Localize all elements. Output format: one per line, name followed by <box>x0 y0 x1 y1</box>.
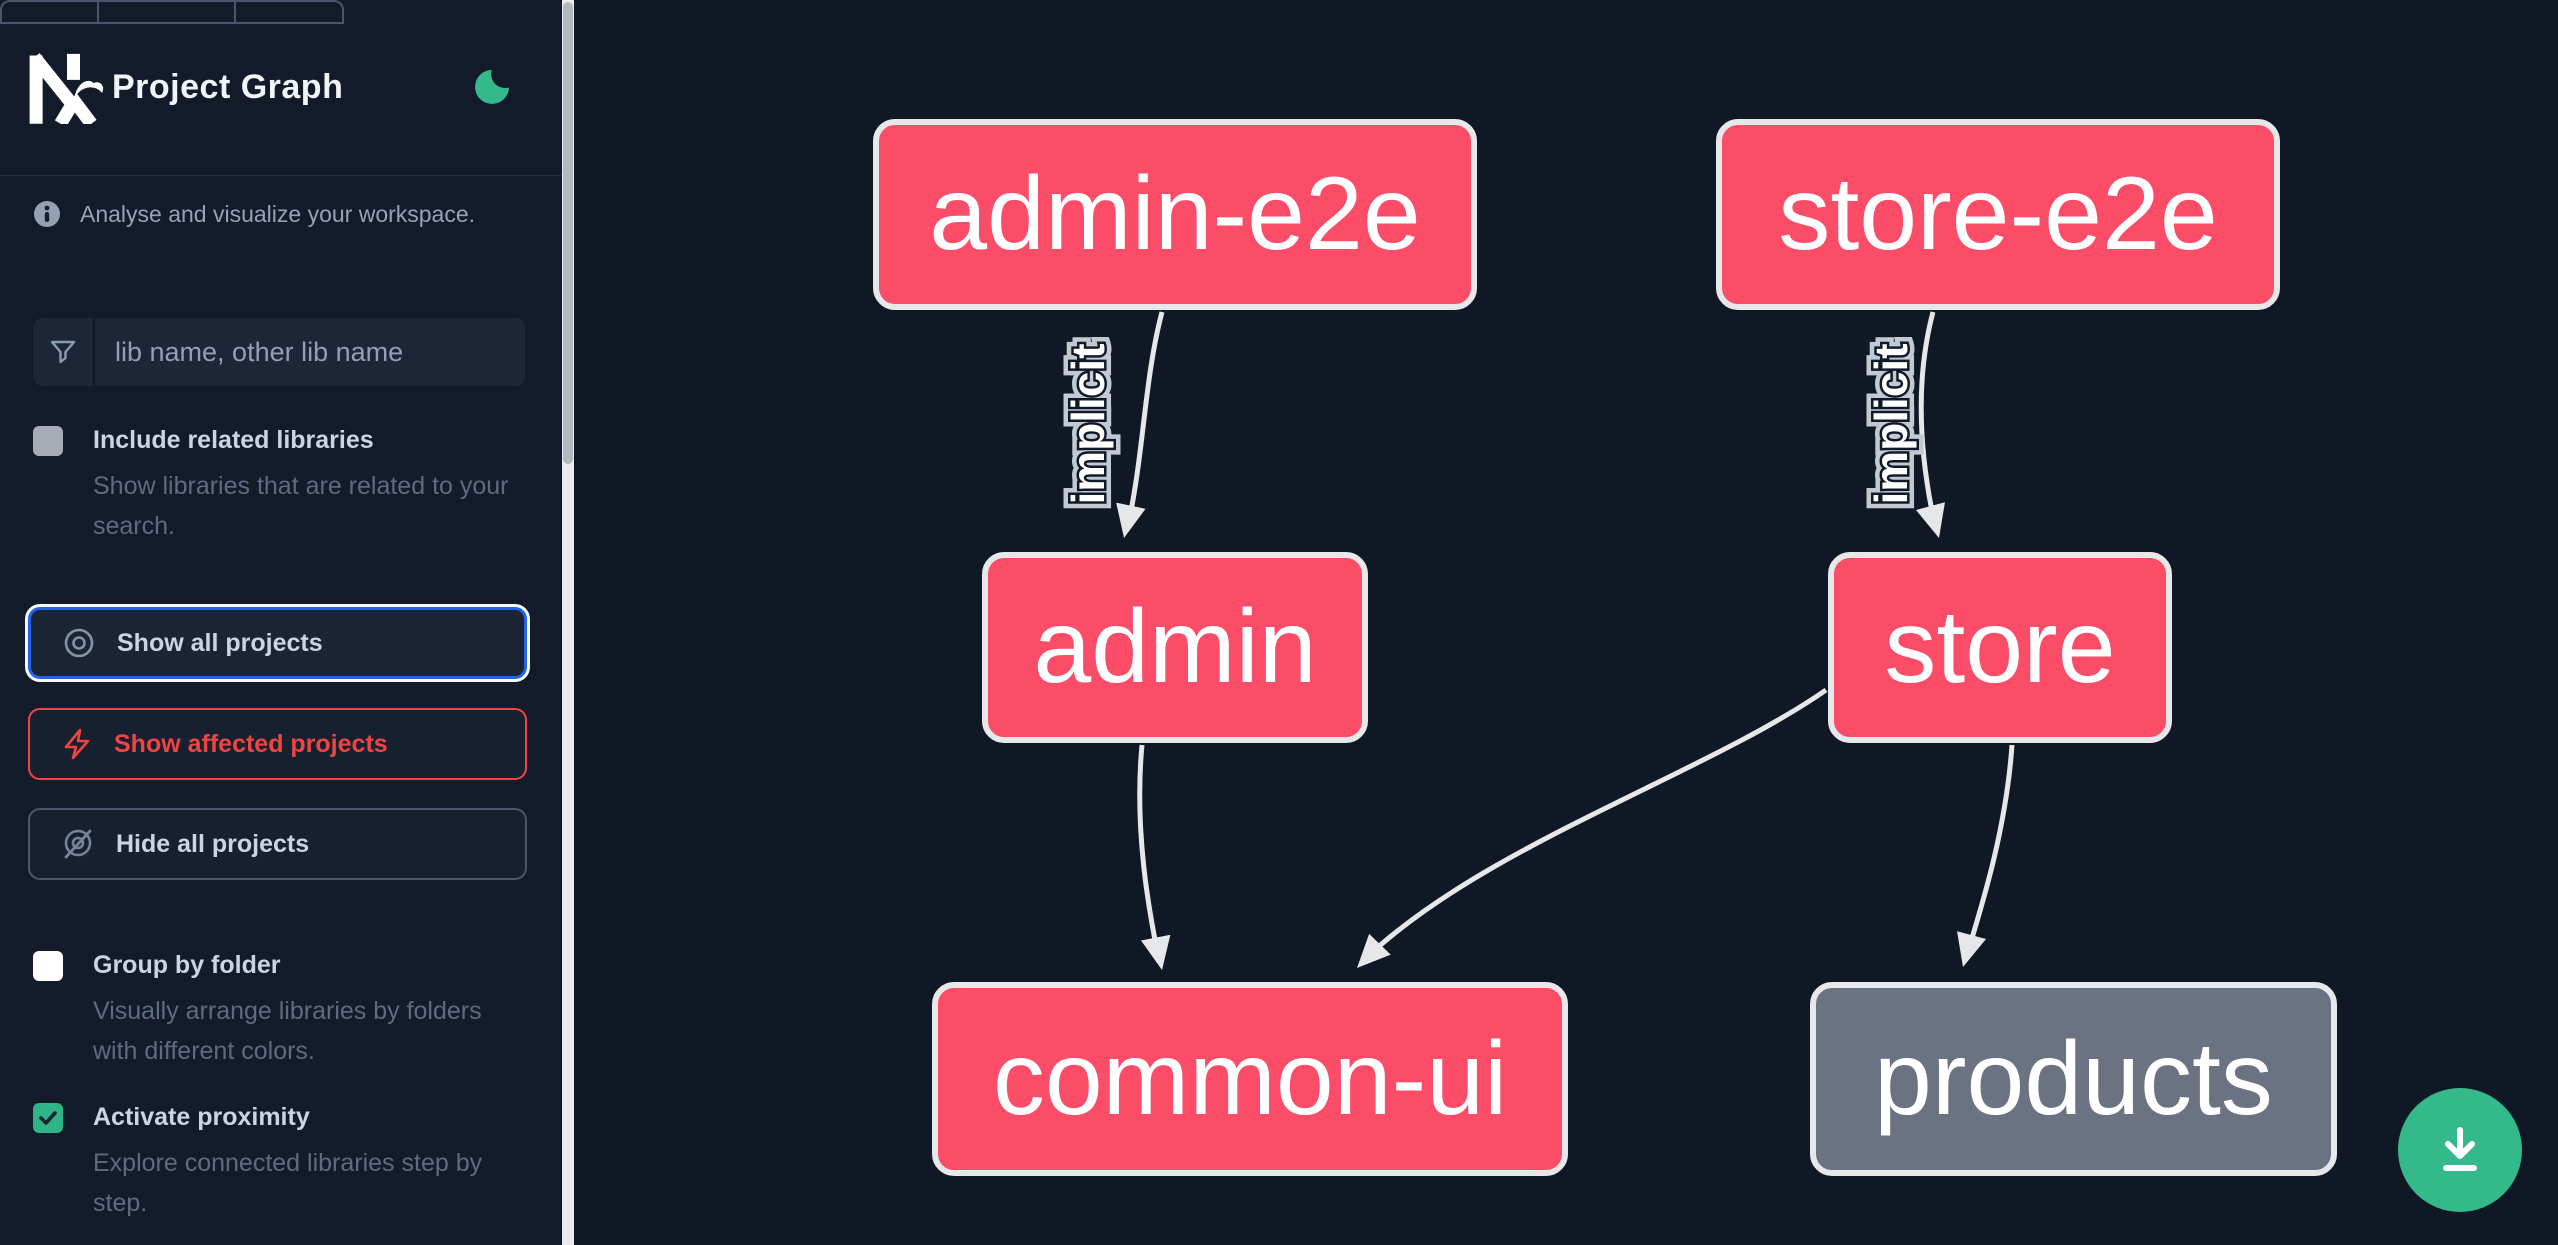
edge-store-common-ui <box>1362 687 1828 962</box>
stepper-increment[interactable] <box>233 2 342 22</box>
checkbox-include-related[interactable] <box>33 426 63 456</box>
stepper-decrement[interactable] <box>2 2 97 22</box>
svg-text:implicit: implicit <box>1865 343 1917 504</box>
toggle-desc-group-by-folder: Visually arrange libraries by folders wi… <box>93 997 482 1065</box>
toggle-label-activate-proximity: Activate proximity <box>93 1103 310 1131</box>
graph-node-products[interactable]: products <box>1810 982 2337 1176</box>
toggle-desc-include-related: Show libraries that are related to your … <box>93 472 509 540</box>
moon-icon <box>475 69 510 104</box>
header-divider <box>0 175 562 176</box>
edge-admin-common-ui <box>1137 744 1162 961</box>
search-input[interactable] <box>95 318 525 386</box>
show-affected-projects-button[interactable]: Show affected projects <box>28 708 527 780</box>
arrowhead-icon <box>1116 502 1146 538</box>
checkbox-group-by-folder[interactable] <box>33 951 63 981</box>
toggle-desc-activate-proximity: Explore connected libraries step by step… <box>93 1149 483 1217</box>
filter-funnel-icon <box>50 340 76 364</box>
dependency-edges: implicit implicit implicit implicit <box>1055 311 2015 970</box>
info-icon <box>34 201 60 227</box>
checkmark-icon <box>39 1111 57 1125</box>
graph-node-admin[interactable]: admin <box>982 552 1368 743</box>
info-row: Analyse and visualize your workspace. <box>33 200 475 228</box>
sidebar-scrollbar-thumb[interactable] <box>563 2 573 464</box>
show-all-projects-button[interactable]: Show all projects <box>28 607 527 679</box>
edge-store-e2e-store <box>1918 311 1939 531</box>
eye-off-icon <box>64 829 92 859</box>
svg-text:implicit: implicit <box>1865 343 1917 504</box>
show-all-projects-label: Show all projects <box>117 628 323 657</box>
stepper-value <box>97 2 233 22</box>
sidebar: Project Graph Analyse and visualize your… <box>0 0 562 1245</box>
lightning-bolt-icon <box>64 728 90 760</box>
dark-mode-toggle[interactable] <box>470 66 512 108</box>
filter-icon-cell <box>33 318 95 386</box>
arrowhead-icon <box>1357 933 1391 968</box>
hide-all-projects-button[interactable]: Hide all projects <box>28 808 527 880</box>
nx-logo-icon <box>29 53 104 124</box>
search-box <box>33 318 525 386</box>
edge-label-implicit-2: implicit implicit <box>1858 336 1924 511</box>
edge-store-products <box>1963 744 2015 959</box>
graph-canvas[interactable]: implicit implicit implicit implicit admi… <box>574 0 2558 1245</box>
graph-node-admin-e2e[interactable]: admin-e2e <box>873 119 1477 310</box>
page-title: Project Graph <box>112 68 344 106</box>
workspace-info-text: Analyse and visualize your workspace. <box>80 200 476 227</box>
svg-text:implicit: implicit <box>1062 343 1114 504</box>
download-icon <box>2443 1127 2477 1171</box>
arrowhead-icon <box>1957 931 1987 967</box>
eye-icon <box>64 628 94 658</box>
svg-text:implicit: implicit <box>1062 343 1114 504</box>
checkbox-activate-proximity[interactable] <box>33 1103 63 1133</box>
download-image-button[interactable] <box>2398 1088 2522 1212</box>
show-affected-projects-label: Show affected projects <box>114 729 388 758</box>
graph-node-store[interactable]: store <box>1828 552 2172 743</box>
proximity-stepper[interactable] <box>0 0 344 24</box>
graph-node-common-ui[interactable]: common-ui <box>932 982 1568 1176</box>
toggle-label-group-by-folder: Group by folder <box>93 951 281 979</box>
arrowhead-icon <box>1915 502 1945 538</box>
arrowhead-icon <box>1140 934 1171 970</box>
hide-all-projects-label: Hide all projects <box>116 829 310 858</box>
toggle-label-include-related: Include related libraries <box>93 426 374 454</box>
edge-admin-e2e-admin <box>1124 311 1165 531</box>
graph-node-store-e2e[interactable]: store-e2e <box>1716 119 2280 310</box>
edge-label-implicit-1: implicit implicit <box>1055 336 1121 511</box>
